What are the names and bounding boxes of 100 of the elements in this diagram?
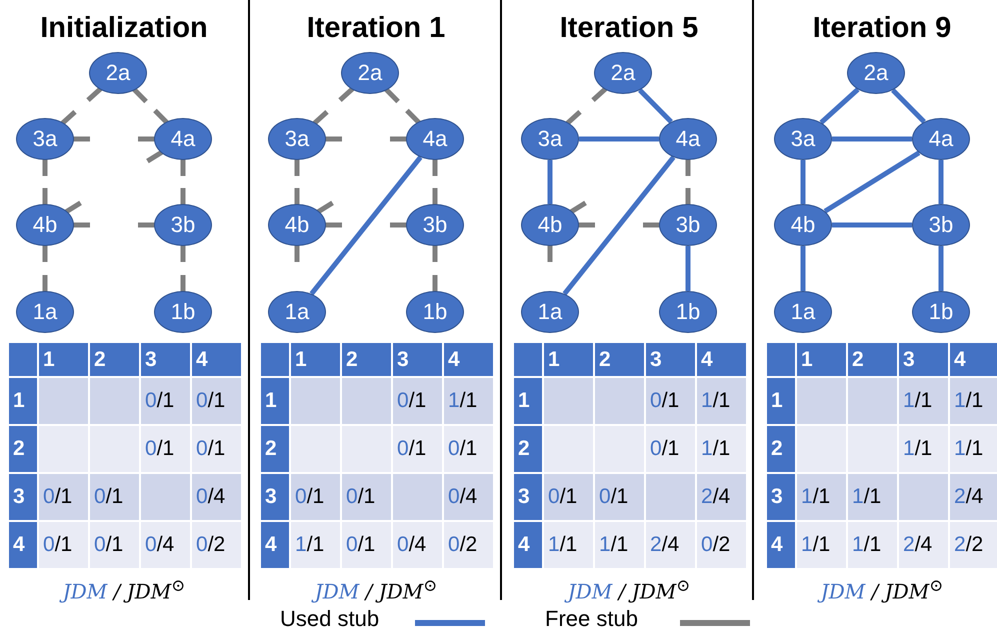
table-cell: 0/1 — [192, 378, 241, 424]
table-header-cell: 2 — [261, 426, 289, 472]
table-cell: 0/2 — [697, 522, 746, 568]
used-stub-line — [891, 88, 926, 124]
table-header-cell: 3 — [261, 474, 289, 520]
table-cell: 0/1 — [393, 426, 442, 472]
table-cell: 0/2 — [192, 522, 241, 568]
table-header-cell: 1 — [39, 343, 88, 376]
table-header-cell: 3 — [767, 474, 795, 520]
used-stub-line — [562, 156, 676, 296]
table-header-cell: 4 — [192, 343, 241, 376]
table-cell: 0/1 — [141, 426, 190, 472]
table-cell: 1/1 — [950, 378, 997, 424]
used-stub-line — [800, 246, 806, 291]
table-cell: 0/1 — [646, 378, 695, 424]
table-cell: 0/1 — [646, 426, 695, 472]
used-stub-line — [548, 160, 552, 204]
legend-label: Used stub — [280, 606, 380, 632]
free-stub-line — [564, 110, 582, 126]
graph-node: 1b — [659, 291, 717, 333]
table-header-cell: 3 — [646, 343, 695, 376]
table-cell: 0/1 — [141, 378, 190, 424]
table-cell: 1/1 — [697, 378, 746, 424]
table-header-cell: 2 — [514, 426, 542, 472]
graph-node: 1a — [774, 291, 832, 333]
used-stub-line — [686, 246, 690, 291]
table-cell: 0/1 — [90, 474, 139, 520]
graph-node: 3a — [16, 118, 74, 160]
free-stub-line — [405, 108, 422, 126]
table-cell: 1/1 — [899, 426, 948, 472]
free-stub-line — [686, 157, 690, 176]
graph-node: 3a — [774, 118, 832, 160]
used-stub-line — [938, 246, 944, 291]
table-cell: 0/1 — [544, 474, 593, 520]
free-stub-line — [294, 243, 300, 262]
table-cell: 1/1 — [544, 522, 593, 568]
free-stub-line — [432, 275, 438, 294]
table-header-cell: 4 — [9, 522, 37, 568]
table-cell: 0/1 — [595, 474, 644, 520]
panel-title: Iteration 5 — [558, 12, 700, 45]
free-stub-line — [432, 188, 438, 207]
table-cell: 2/4 — [899, 522, 948, 568]
used-stub-line — [938, 160, 944, 204]
free-stub-line — [42, 157, 48, 176]
table-header-cell: 1 — [261, 378, 289, 424]
table-cell: 0/1 — [90, 522, 139, 568]
table-header-cell: 3 — [514, 474, 542, 520]
free-stub-line — [294, 188, 300, 207]
table-header-cell: 2 — [90, 343, 139, 376]
table-cell: 0/2 — [444, 522, 493, 568]
table-header-cell: 4 — [767, 522, 795, 568]
free-stub-line — [42, 243, 48, 262]
table-cell: 0/1 — [39, 474, 88, 520]
table-header-cell: 2 — [595, 343, 644, 376]
table-cell: 2/4 — [950, 474, 997, 520]
table-cell: 2/4 — [697, 474, 746, 520]
used-stub-line — [310, 156, 422, 296]
graph-node: 2a — [341, 52, 399, 94]
graph-node: 3b — [154, 204, 212, 246]
panel-title: Initialization — [39, 12, 209, 45]
used-stub-line — [579, 136, 659, 142]
graph-node: 3a — [521, 118, 579, 160]
free-stub-line — [686, 188, 690, 207]
free-stub-line — [338, 86, 356, 102]
graph-node: 4a — [406, 118, 464, 160]
graph-node: 3a — [268, 118, 326, 160]
table-header-cell: 3 — [9, 474, 37, 520]
used-stub-line — [638, 88, 673, 124]
table-header-cell: 2 — [342, 343, 391, 376]
table-cell: 0/4 — [393, 522, 442, 568]
legend-label: Free stub — [545, 606, 638, 632]
free-stub-line — [294, 157, 300, 176]
graph-node: 2a — [847, 52, 905, 94]
graph-node: 4a — [659, 118, 717, 160]
table-cell: 2/4 — [646, 522, 695, 568]
table-header-cell: 4 — [697, 343, 746, 376]
table-header-cell: 2 — [848, 343, 897, 376]
table-cell: 1/1 — [595, 522, 644, 568]
free-stub-line — [432, 157, 438, 176]
graph-node: 3b — [406, 204, 464, 246]
free-stub-line — [130, 86, 148, 104]
free-stub-line — [568, 200, 587, 215]
table-caption: JDM / JDM$^{⊙}$ — [760, 576, 997, 604]
free-stub-line — [180, 157, 186, 176]
table-cell: 1/1 — [848, 522, 897, 568]
free-stub-line — [180, 188, 186, 207]
table-header-cell: 1 — [797, 343, 846, 376]
free-stub-line — [180, 275, 186, 294]
free-stub-line — [591, 86, 609, 102]
graph-node: 4a — [912, 118, 970, 160]
graph-node: 4a — [154, 118, 212, 160]
graph-node: 1b — [912, 291, 970, 333]
table-cell: 0/1 — [342, 522, 391, 568]
table-cell: 1/1 — [697, 426, 746, 472]
table-cell: 0/4 — [192, 474, 241, 520]
used-stub-line — [824, 150, 920, 214]
graph-node: 1b — [406, 291, 464, 333]
free-stub-line — [548, 243, 552, 262]
table-cell: 0/1 — [444, 426, 493, 472]
free-stub-line — [311, 110, 329, 126]
